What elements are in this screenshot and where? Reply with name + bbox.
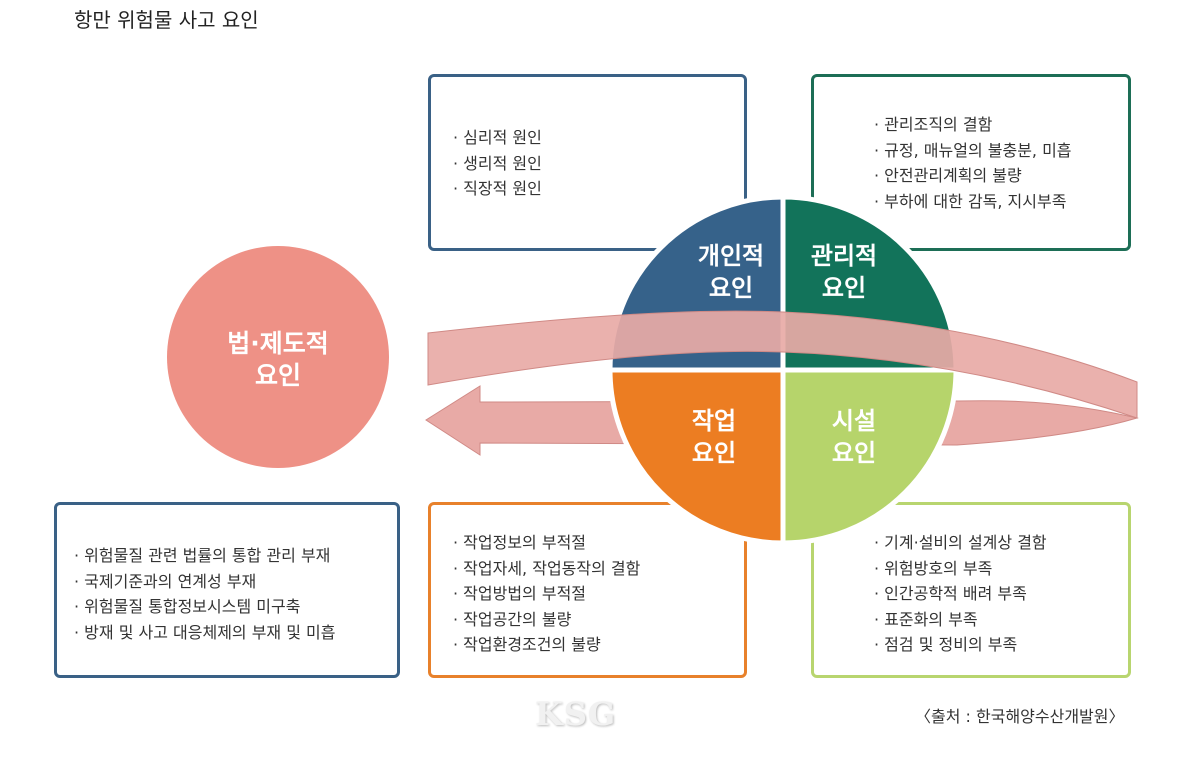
list-item: 작업환경조건의 불량 (453, 632, 640, 658)
list-item: 작업정보의 부적절 (453, 530, 640, 556)
list-item: 작업자세, 작업동작의 결함 (453, 556, 640, 582)
label-line: 시설 (831, 407, 877, 435)
label-line: 개인적 (697, 242, 765, 270)
list-item: 작업공간의 불량 (453, 607, 640, 633)
list-item: 표준화의 부족 (874, 607, 1047, 633)
label-line: 요인 (831, 439, 877, 467)
quadrant-work (607, 367, 786, 546)
list-item: 심리적 원인 (453, 125, 542, 151)
label-line: 작업 (691, 407, 737, 435)
legal-factor-label: 법·제도적 요인 (218, 328, 338, 392)
page-title: 항만 위험물 사고 요인 (74, 8, 259, 32)
source-caption: 〈출처 : 한국해양수산개발원〉 (915, 707, 1125, 726)
list-item: 기계·설비의 설계상 결함 (874, 530, 1046, 556)
list-item: 방재 및 사고 대응체제의 부재 및 미흡 (74, 620, 335, 646)
list-item: 위험물질 통합정보시스템 미구축 (74, 594, 336, 620)
personal-factor-label: 개인적 요인 (671, 240, 791, 304)
list-item: 위험방호의 부족 (874, 556, 1047, 582)
list-item: 점검 및 정비의 부족 (874, 632, 1047, 658)
work-factors-box: 작업정보의 부적절 작업자세, 작업동작의 결함 작업방법의 부적절 작업공간의… (428, 502, 747, 678)
legal-factors-box: 위험물질 관련 법률의 통합 관리 부재 국제기준과의 연계성 부재 위험물질 … (54, 502, 400, 678)
legal-factor-line1: 법·제도적 (227, 329, 329, 358)
list-item: 관리조직의 결함 (874, 112, 1072, 138)
work-factor-label: 작업 요인 (654, 405, 774, 469)
label-line: 요인 (691, 439, 737, 467)
list-item: 규정, 매뉴얼의 불충분, 미흡 (874, 138, 1071, 164)
list-item: 안전관리계획의 불량 (874, 163, 1072, 189)
list-item: 국제기준과의 연계성 부재 (74, 569, 336, 595)
management-factor-label: 관리적 요인 (784, 240, 904, 304)
list-item: 직장적 원인 (453, 176, 542, 202)
ksg-watermark-logo: KSG (535, 695, 617, 733)
list-item: 작업방법의 부적절 (453, 581, 640, 607)
list-item: 인간공학적 배려 부족 (874, 581, 1047, 607)
label-line: 요인 (821, 274, 867, 302)
label-line: 요인 (708, 274, 754, 302)
legal-factor-circle (167, 246, 389, 468)
list-item: 부하에 대한 감독, 지시부족 (874, 189, 1072, 215)
legal-factor-line2: 요인 (254, 361, 301, 390)
list-item: 위험물질 관련 법률의 통합 관리 부재 (74, 543, 336, 569)
facility-factors-box: 기계·설비의 설계상 결함 위험방호의 부족 인간공학적 배려 부족 표준화의 … (811, 502, 1131, 678)
quadrant-facility (780, 367, 959, 546)
label-line: 관리적 (810, 242, 878, 270)
list-item: 생리적 원인 (453, 151, 542, 177)
facility-factor-label: 시설 요인 (794, 405, 914, 469)
upper-arrow-band (427, 310, 1138, 419)
